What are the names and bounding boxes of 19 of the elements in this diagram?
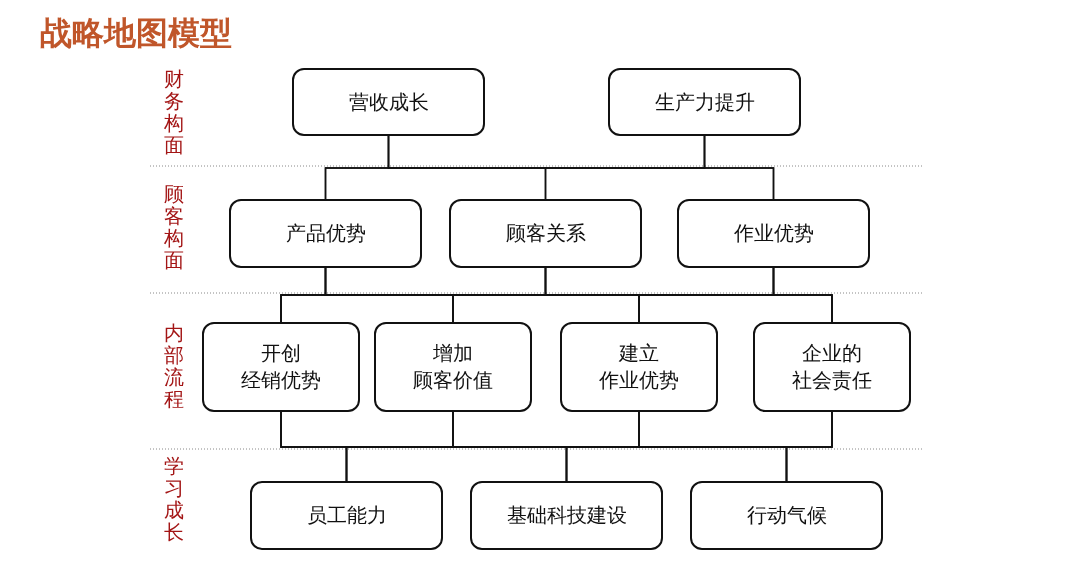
diagram-title: 战略地图模型 xyxy=(40,14,232,53)
process-box: 顾客关系 xyxy=(449,199,642,268)
section-label: 顾客构面 xyxy=(164,183,184,271)
process-box: 产品优势 xyxy=(229,199,422,268)
process-box: 营收成长 xyxy=(292,68,485,136)
process-box: 建立 作业优势 xyxy=(560,322,718,412)
section-label: 学习成长 xyxy=(164,455,184,543)
connector-line xyxy=(703,135,775,200)
process-box: 作业优势 xyxy=(677,199,870,268)
connector-line xyxy=(772,267,833,323)
process-box: 员工能力 xyxy=(250,481,443,550)
process-box: 生产力提升 xyxy=(608,68,801,136)
process-box: 开创 经销优势 xyxy=(202,322,360,412)
process-box: 增加 顾客价值 xyxy=(374,322,532,412)
process-box: 企业的 社会责任 xyxy=(753,322,911,412)
process-box: 行动气候 xyxy=(690,481,883,550)
section-label: 财务构面 xyxy=(164,68,184,156)
process-box: 基础科技建设 xyxy=(470,481,663,550)
connector-line xyxy=(785,411,833,482)
